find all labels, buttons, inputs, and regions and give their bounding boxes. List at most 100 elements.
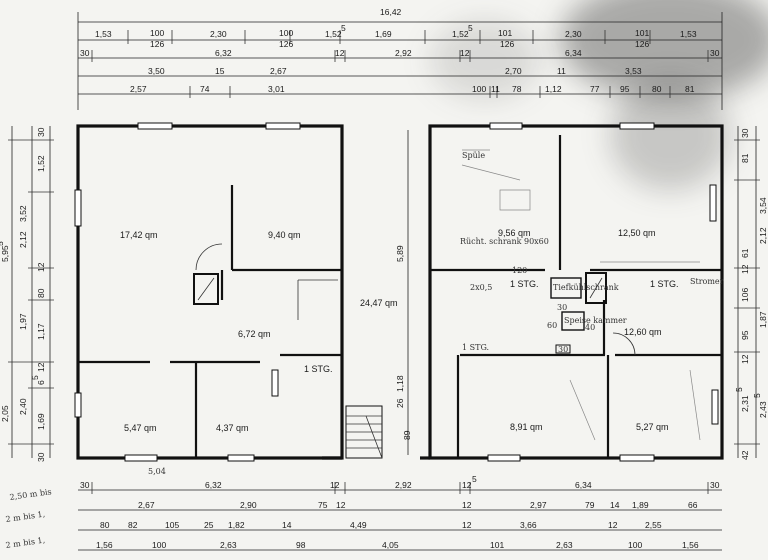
margin-note-3: 2 m bis 1, (5, 536, 46, 550)
margin-notes: 2,50 m bis 2 m bis 1, 2 m bis 1, (5, 487, 52, 550)
bottom-r1-5-sup: 5 (472, 474, 477, 484)
right-dim-6: 95 (740, 330, 750, 340)
top-dim-10-sub: 126 (635, 39, 649, 49)
top-dim-6: 1,69 (375, 29, 392, 39)
right-unit: 9,56 qm 12,50 qm 12,60 qm 8,91 qm 5,27 q… (428, 122, 724, 462)
left-dim-4: 80 (36, 288, 46, 298)
bottom-r3-11: 2,55 (645, 520, 662, 530)
right-dim-outer-3: 1,87 (758, 311, 768, 328)
top-dim-8: 101 (498, 28, 512, 38)
bottom-r1-2: 6,32 (205, 480, 222, 490)
bottom-r3-8: 12 (462, 520, 472, 530)
right-dim-8: 42 (740, 450, 750, 460)
top-r2-3: 12 (335, 48, 345, 58)
top-dim-3: 2,30 (210, 29, 227, 39)
left-dim-6: 12 (36, 362, 46, 372)
right-dim-2: 81 (740, 153, 750, 163)
bottom-r4-6: 101 (490, 540, 504, 550)
hand-note-6: 30 (557, 303, 567, 312)
top-r2-4: 2,92 (395, 48, 412, 58)
room-label-11: 5,27 qm (636, 422, 669, 432)
bottom-r3-2: 82 (128, 520, 138, 530)
room-label-8: 12,50 qm (618, 228, 656, 238)
right-dim-outer-4: 2,31 (740, 395, 750, 412)
bottom-r3-6: 14 (282, 520, 292, 530)
top-total-dim: 16,42 (380, 7, 402, 17)
top-dim-5-sup: 5 (341, 23, 346, 33)
bottom-r1-1: 30 (80, 480, 90, 490)
bottom-r3-1: 80 (100, 520, 110, 530)
margin-note-1: 2,50 m bis (9, 487, 52, 502)
left-dim-outer-3: 2,12 (18, 231, 28, 248)
hand-note-12: 2x0,5 (470, 283, 492, 292)
top-r2-6: 6,34 (565, 48, 582, 58)
top-dim-1: 1,53 (95, 29, 112, 39)
stg-right-1: 1 STG. (510, 279, 539, 289)
right-dim-1: 30 (740, 128, 750, 138)
left-dim-outer-2: 5,95 (0, 245, 10, 262)
hand-note-11: Stromer (690, 277, 724, 286)
top-dim-11: 1,53 (680, 29, 697, 39)
left-dim-outer-4: 1,97 (18, 313, 28, 330)
top-dim-8-sub: 126 (500, 39, 514, 49)
left-unit: 17,42 qm 9,40 qm 6,72 qm 5,47 qm 4,37 qm… (74, 122, 344, 462)
hand-note-9: 40 (585, 323, 595, 332)
stg-left: 1 STG. (304, 364, 333, 374)
top-r4-9: 95 (620, 84, 630, 94)
top-r4-4: 100 (472, 84, 486, 94)
room-label-1: 17,42 qm (120, 230, 158, 240)
left-dim-outer-5-sup: 5 (30, 375, 40, 380)
left-dim-outer-1: 3,52 (18, 205, 28, 222)
right-dim-5: 106 (740, 288, 750, 302)
right-dimensions: 30 81 61 12 106 95 12 42 3,54 2,12 1,87 … (734, 126, 768, 460)
top-r2-1: 30 (80, 48, 90, 58)
bottom-r2-7: 79 (585, 500, 595, 510)
right-dim-3: 61 (740, 248, 750, 258)
left-dim-outer-5: 2,05 (0, 405, 10, 422)
right-dim-4: 12 (740, 264, 750, 274)
left-dim-2: 1,52 (36, 155, 46, 172)
bottom-r4-9: 1,56 (682, 540, 699, 550)
hand-note-13: 5,04 (148, 467, 166, 476)
hand-note-2: Rücht. schrank 90x60 (460, 237, 549, 246)
bottom-r1-3: 12 (330, 480, 340, 490)
room-label-5: 5,47 qm (124, 423, 157, 433)
top-r4-2: 74 (200, 84, 210, 94)
bottom-r2-1: 2,67 (138, 500, 155, 510)
bottom-r3-5: 1,82 (228, 520, 245, 530)
bottom-r2-5: 12 (462, 500, 472, 510)
left-dim-5: 1,17 (36, 323, 46, 340)
left-dim-1: 30 (36, 127, 46, 137)
right-dim-outer-5: 2,43 (758, 401, 768, 418)
hand-note-5: Tiefkühlschrank (553, 283, 619, 292)
bottom-r4-2: 100 (152, 540, 166, 550)
bottom-r2-2: 2,90 (240, 500, 257, 510)
left-dim-7: 6 (36, 380, 46, 385)
right-dim-outer-4-sup: 5 (734, 387, 744, 392)
top-dim-4: 100 (279, 28, 293, 38)
bottom-r2-3: 75 (318, 500, 328, 510)
top-r2-7: 30 (710, 48, 720, 58)
left-dim-outer-2-sup: 5 (0, 241, 5, 246)
top-r2-2: 6,32 (215, 48, 232, 58)
hand-note-3: 120 (512, 266, 527, 275)
bottom-r1-4: 2,92 (395, 480, 412, 490)
top-dim-9: 2,30 (565, 29, 582, 39)
top-dim-4-sub: 126 (279, 39, 293, 49)
bottom-r2-8: 14 (610, 500, 620, 510)
room-label-3: 6,72 qm (238, 329, 271, 339)
hall-vertical-4: 89 (402, 430, 412, 440)
top-dim-7-sup: 5 (468, 23, 473, 33)
top-r3-2: 15 (215, 66, 225, 76)
bottom-r3-10: 12 (608, 520, 618, 530)
room-label-2: 9,40 qm (268, 230, 301, 240)
top-r4-7: 1,12 (545, 84, 562, 94)
bottom-r4-1: 1,56 (96, 540, 113, 550)
top-dimensions: 16,42 1,53 100 126 2,30 100 126 1,52 5 1… (77, 7, 723, 110)
hall-vertical-3: 26 (395, 398, 405, 408)
top-r3-6: 3,53 (625, 66, 642, 76)
hall-vertical-2: 1,18 (395, 375, 405, 392)
bottom-r4-7: 2,63 (556, 540, 573, 550)
top-dim-2-sub: 126 (150, 39, 164, 49)
left-dim-3: 12 (36, 262, 46, 272)
